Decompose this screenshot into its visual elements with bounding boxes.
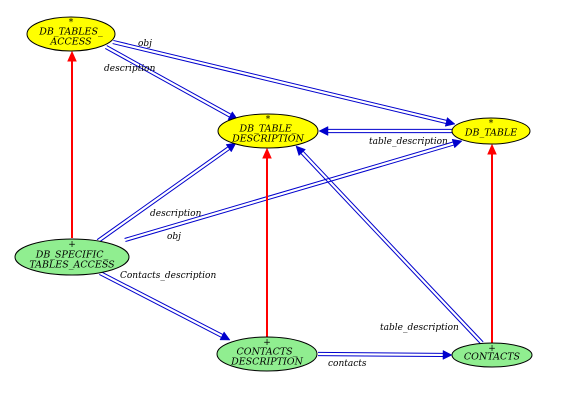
- edge-line: [96, 146, 229, 241]
- edge-line: [98, 149, 230, 243]
- arrowhead-icon: [487, 143, 497, 155]
- edge-specific-to-table: [124, 138, 463, 243]
- class-name-line: CONTACTS: [464, 352, 521, 363]
- effective-marker-icon: +: [488, 344, 496, 354]
- edge-label: table_description: [380, 323, 459, 333]
- edge-line: [99, 273, 222, 338]
- class-name-line: DB_TABLE: [464, 128, 517, 139]
- edge-tables-access-to-table-description: [104, 45, 239, 121]
- class-ellipse: [216, 336, 318, 372]
- edges-layer: [67, 39, 497, 360]
- edge-label: table_description: [369, 137, 448, 147]
- class-node-db-table[interactable]: *DB_TABLE: [451, 117, 531, 145]
- arrowhead-icon: [219, 331, 231, 341]
- deferred-marker-icon: *: [266, 115, 271, 125]
- edge-label: contacts: [328, 359, 367, 369]
- edge-line: [100, 271, 223, 335]
- arrowhead-icon: [295, 145, 306, 157]
- arrowhead-icon: [442, 350, 453, 360]
- edge-line: [104, 47, 230, 118]
- class-name-line: DESCRIPTION: [230, 357, 304, 368]
- class-name-line: DB_TABLE_: [239, 124, 297, 135]
- edge-label: obj: [138, 39, 152, 49]
- class-name-line: DB_TABLES_: [38, 27, 103, 38]
- edge-table-to-table-description: [318, 126, 453, 136]
- edge-label: obj: [167, 232, 181, 242]
- edge-tables-access-to-table: [112, 39, 456, 127]
- deferred-marker-icon: *: [489, 119, 494, 129]
- arrowhead-icon: [262, 147, 272, 159]
- edge-contacts-to-table-description: [295, 145, 484, 345]
- class-name-line: CONTACTS_: [237, 347, 298, 358]
- deferred-marker-icon: *: [69, 18, 74, 28]
- edge-specific-inherits-tables-access: [67, 50, 77, 238]
- arrowhead-icon: [444, 117, 456, 127]
- class-node-contacts[interactable]: +CONTACTS: [451, 342, 533, 368]
- effective-marker-icon: +: [263, 338, 271, 348]
- class-node-contacts-description[interactable]: +CONTACTS_DESCRIPTION: [216, 336, 318, 372]
- edge-specific-to-contacts-description: [99, 271, 231, 341]
- class-ellipse: [217, 113, 319, 149]
- class-name-line: TABLES_ACCESS: [29, 260, 115, 271]
- arrowhead-icon: [225, 142, 237, 153]
- class-name-line: DB_SPECIFIC_: [35, 250, 109, 261]
- arrowhead-icon: [451, 138, 463, 149]
- edge-label: description: [150, 209, 202, 219]
- nodes-layer: *DB_TABLES_ACCESS*DB_TABLE_DESCRIPTION*D…: [14, 16, 533, 372]
- edge-line: [112, 43, 446, 124]
- edge-line: [317, 355, 443, 358]
- edge-contacts-description-inherits-table-description: [262, 147, 272, 337]
- edge-line: [300, 153, 482, 345]
- class-ellipse: [451, 117, 531, 145]
- class-name-line: DESCRIPTION: [231, 134, 305, 145]
- edge-line: [302, 151, 484, 343]
- edge-contacts-inherits-table: [487, 143, 497, 343]
- arrowhead-icon: [318, 126, 329, 136]
- edge-label: description: [104, 64, 156, 74]
- class-name-line: ACCESS: [49, 37, 92, 48]
- edge-line: [113, 39, 447, 121]
- edge-label: Contacts_description: [120, 271, 216, 281]
- class-ellipse: [26, 16, 116, 52]
- effective-marker-icon: +: [68, 240, 76, 250]
- edge-labels-layer: description obj table_description descripti…: [104, 39, 459, 369]
- edge-line: [125, 144, 454, 243]
- edge-line: [124, 141, 454, 239]
- edge-line: [318, 351, 444, 354]
- edge-line: [106, 45, 232, 115]
- class-node-db-table-description[interactable]: *DB_TABLE_DESCRIPTION: [217, 113, 319, 149]
- class-ellipse: [14, 238, 130, 276]
- arrowhead-icon: [67, 50, 77, 62]
- edge-contacts-description-to-contacts: [317, 350, 453, 360]
- class-node-db-specific-tables-access[interactable]: +DB_SPECIFIC_TABLES_ACCESS: [14, 238, 130, 276]
- edge-specific-to-table-description: [96, 142, 237, 243]
- class-ellipse: [451, 342, 533, 368]
- class-node-db-tables-access[interactable]: *DB_TABLES_ACCESS: [26, 16, 116, 52]
